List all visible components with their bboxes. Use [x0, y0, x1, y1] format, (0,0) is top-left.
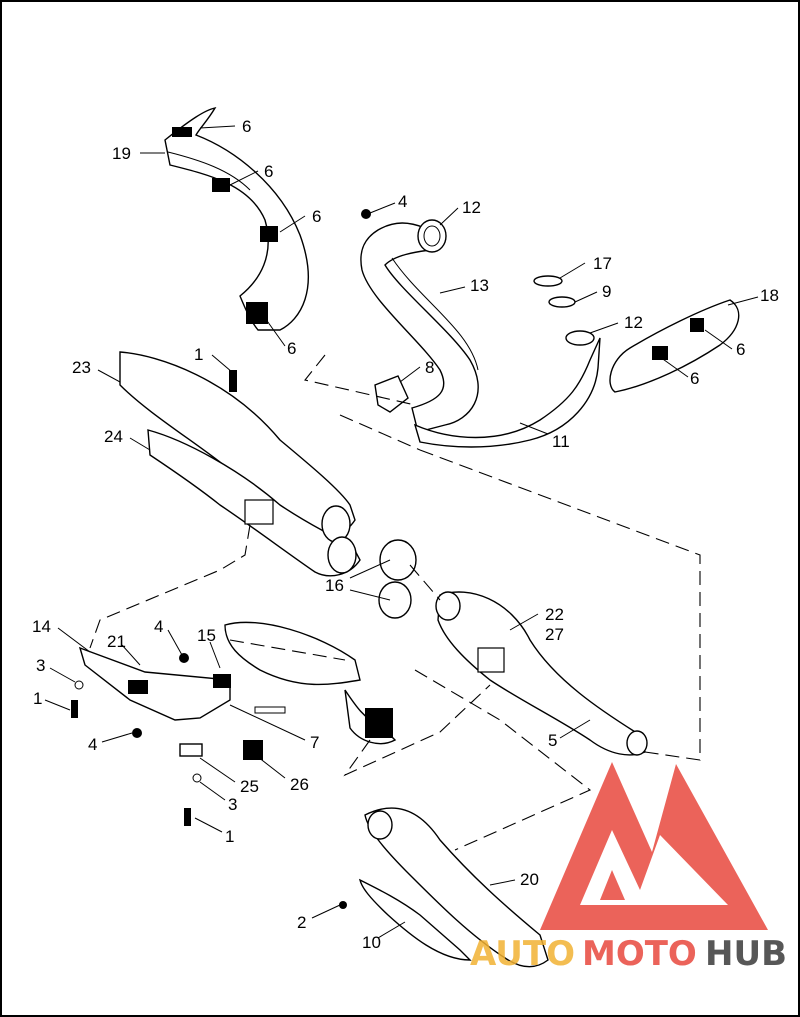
- callout-label: 6: [736, 340, 745, 359]
- leader-lines: [44, 125, 759, 939]
- callout-label: 26: [290, 775, 309, 794]
- callout-label: 27: [545, 625, 564, 644]
- gasket-17: [533, 275, 563, 287]
- bumper-26: [243, 740, 263, 760]
- callout-label: 15: [197, 626, 216, 645]
- clip-marks: [172, 127, 278, 324]
- callout-label: 1: [194, 345, 203, 364]
- hardware: [71, 209, 371, 909]
- callout-label: 11: [552, 432, 570, 451]
- callout-label: 1: [225, 827, 234, 846]
- callout-label: 4: [154, 617, 163, 636]
- heat-shield-rear: [164, 107, 309, 331]
- logo-word-moto: MOTO: [582, 934, 697, 974]
- callout-label: 6: [690, 369, 699, 388]
- logo-triangle-icon: [540, 762, 768, 930]
- callout-label: 6: [242, 117, 251, 136]
- plate-25: [179, 743, 203, 757]
- logo-word-auto: AUTO: [470, 934, 575, 974]
- callout-label: 24: [104, 427, 123, 446]
- callout-label: 25: [240, 777, 259, 796]
- callout-label: 7: [310, 733, 319, 752]
- rear-exhaust-pipe: [413, 330, 601, 448]
- callout-label: 23: [72, 358, 91, 377]
- callout-label: 14: [32, 617, 51, 636]
- callout-label: 17: [593, 254, 612, 273]
- bracket-15: [224, 621, 397, 745]
- callouts: 6 19 6 6 6 4 12 13 17 9 12 18 6 6 1 23 8…: [32, 117, 779, 952]
- mufflers-lower: [435, 591, 648, 756]
- callout-label: 12: [462, 198, 481, 217]
- gasket-9: [548, 296, 576, 308]
- watermark-logo: AUTO MOTO HUB: [470, 762, 787, 974]
- callout-label: 6: [312, 207, 321, 226]
- callout-label: 20: [520, 870, 539, 889]
- callout-label: 1: [33, 689, 42, 708]
- callout-label: 12: [624, 313, 643, 332]
- callout-label: 4: [88, 735, 97, 754]
- front-exhaust-pipe: [360, 219, 479, 433]
- clamps-16: [378, 539, 417, 619]
- callout-label: 22: [545, 605, 564, 624]
- callout-label: 4: [398, 192, 407, 211]
- alignment-lines: [89, 354, 701, 851]
- logo-word-hub: HUB: [705, 934, 787, 974]
- bracket-14-21: [78, 646, 231, 721]
- callout-label: 10: [362, 933, 381, 952]
- callout-label: 6: [287, 339, 296, 358]
- mufflers-upper: [119, 351, 361, 577]
- callout-label: 13: [470, 276, 489, 295]
- muffler-20: [358, 807, 549, 968]
- heat-shield-front: [609, 299, 740, 393]
- callout-label: 16: [325, 576, 344, 595]
- callout-label: 21: [107, 632, 126, 651]
- callout-label: 2: [297, 913, 306, 932]
- clamp-8: [374, 375, 409, 413]
- callout-label: 3: [228, 795, 237, 814]
- callout-label: 8: [425, 358, 434, 377]
- callout-label: 18: [760, 286, 779, 305]
- callout-label: 3: [36, 656, 45, 675]
- callout-label: 6: [264, 162, 273, 181]
- callout-label: 19: [112, 144, 131, 163]
- callout-label: 5: [548, 731, 557, 750]
- callout-label: 9: [602, 282, 611, 301]
